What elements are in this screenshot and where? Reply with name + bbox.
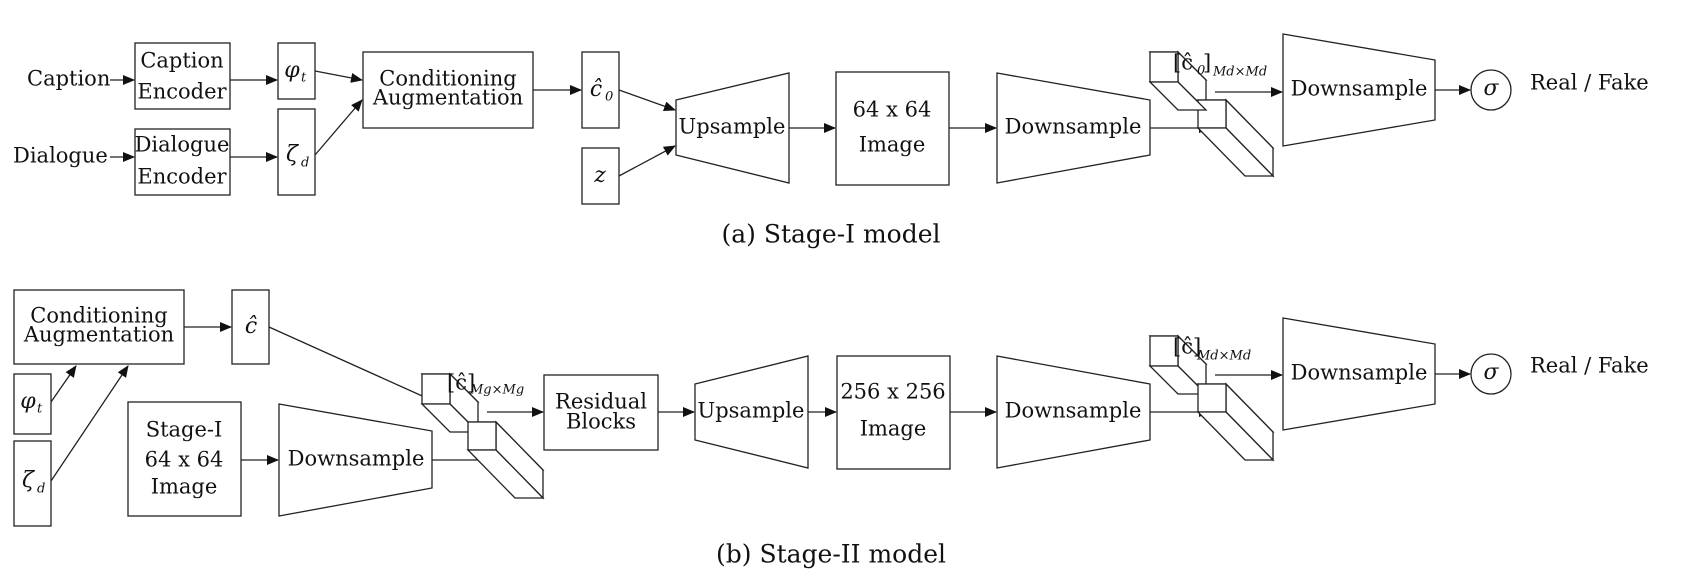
real-fake-output-stage2: Real / Fake xyxy=(1530,354,1649,378)
conditioning-augmentation-box-stage2: Conditioning Augmentation xyxy=(13,289,185,365)
svg-text:Conditioning: Conditioning xyxy=(30,304,167,328)
c0-box: ĉ 0 xyxy=(581,51,620,129)
svg-text:Image: Image xyxy=(151,475,218,499)
stage2-caption: (b) Stage-II model xyxy=(716,540,946,569)
svg-text:[ĉ]: [ĉ] xyxy=(447,371,475,395)
svg-text:Mg×Mg: Mg×Mg xyxy=(469,383,524,398)
downsample-block-stage2: Downsample xyxy=(996,355,1151,469)
svg-text:Dialogue: Dialogue xyxy=(135,133,230,157)
caption-input-label: Caption xyxy=(27,67,110,91)
svg-text:Image: Image xyxy=(859,133,926,157)
svg-text:φ: φ xyxy=(284,58,300,83)
svg-text:Augmentation: Augmentation xyxy=(372,86,523,110)
svg-text:Downsample: Downsample xyxy=(1291,77,1428,101)
svg-text:64 x 64: 64 x 64 xyxy=(145,448,224,472)
svg-text:Downsample: Downsample xyxy=(1005,115,1142,139)
svg-text:256 x 256: 256 x 256 xyxy=(840,380,945,404)
svg-text:φ: φ xyxy=(20,389,36,414)
svg-text:Md×Md: Md×Md xyxy=(1196,349,1251,364)
svg-text:σ: σ xyxy=(1483,360,1499,385)
real-fake-output-stage1: Real / Fake xyxy=(1530,71,1649,95)
dialogue-encoder-box: Dialogue Encoder xyxy=(134,128,231,196)
svg-text:d: d xyxy=(37,482,45,497)
stage-1-model: Caption Dialogue Caption Encoder Dialogu… xyxy=(13,33,1649,249)
svg-text:Augmentation: Augmentation xyxy=(23,323,174,347)
stage1-image-box: Stage-I 64 x 64 Image xyxy=(127,401,242,517)
svg-text:[ĉ: [ĉ xyxy=(1173,51,1193,75)
svg-text:Downsample: Downsample xyxy=(1291,361,1428,385)
c-hat-box: ĉ xyxy=(231,289,270,365)
svg-text:0: 0 xyxy=(605,90,613,105)
svg-text:t: t xyxy=(301,71,307,86)
svg-text:Encoder: Encoder xyxy=(137,80,227,104)
upsample-block-stage2: Upsample xyxy=(694,355,809,469)
downsample-block-stage2-image: Downsample xyxy=(278,403,433,517)
image-64-box: 64 x 64 Image xyxy=(835,71,950,186)
svg-text:Stage-I: Stage-I xyxy=(146,418,223,442)
caption-encoder-box: Caption Encoder xyxy=(134,42,231,110)
dialogue-input-label: Dialogue xyxy=(13,144,108,168)
svg-text:]: ] xyxy=(1203,51,1211,75)
conditioning-cube-stage2-disc: [ĉ] Md×Md xyxy=(1148,334,1275,462)
downsample-block-stage2-disc: Downsample xyxy=(1282,317,1436,431)
image-256-box: 256 x 256 Image xyxy=(836,355,951,470)
svg-text:Caption: Caption xyxy=(140,49,223,73)
svg-text:z: z xyxy=(593,163,606,188)
svg-text:[ĉ]: [ĉ] xyxy=(1173,335,1201,359)
svg-text:Md×Md: Md×Md xyxy=(1212,65,1267,80)
sigma-node-stage1: σ xyxy=(1470,69,1512,111)
conditioning-augmentation-box-stage1: Conditioning Augmentation xyxy=(362,51,534,129)
svg-text:σ: σ xyxy=(1483,76,1499,101)
svg-text:Upsample: Upsample xyxy=(698,399,805,423)
svg-text:Downsample: Downsample xyxy=(288,447,425,471)
upsample-block-stage1: Upsample xyxy=(675,72,790,184)
stage1-caption: (a) Stage-I model xyxy=(721,220,940,249)
svg-text:ζ: ζ xyxy=(286,142,300,167)
svg-text:t: t xyxy=(37,402,43,417)
conditioning-cube-stage2: [ĉ] Mg×Mg xyxy=(420,371,545,500)
conditioning-cube-stage1: [ĉ 0 ] Md×Md xyxy=(1148,50,1275,178)
svg-text:Blocks: Blocks xyxy=(566,410,636,434)
zeta-d-box-stage2: ζ d xyxy=(13,440,52,527)
phi-t-box: φ t xyxy=(277,42,316,100)
zeta-d-box: ζ d xyxy=(277,108,316,196)
svg-text:Downsample: Downsample xyxy=(1005,399,1142,423)
svg-text:Conditioning: Conditioning xyxy=(379,67,516,91)
downsample-block-stage1-disc: Downsample xyxy=(1282,33,1436,147)
phi-t-box-stage2: φ t xyxy=(13,373,52,435)
svg-text:ĉ: ĉ xyxy=(245,314,257,339)
residual-blocks-box: Residual Blocks xyxy=(543,374,659,451)
svg-text:d: d xyxy=(301,156,309,171)
svg-text:ζ: ζ xyxy=(22,468,36,493)
downsample-block-stage1: Downsample xyxy=(996,72,1151,184)
svg-text:Upsample: Upsample xyxy=(679,115,786,139)
stage-2-model: Conditioning Augmentation ĉ φ t ζ d Stag… xyxy=(13,289,1649,569)
svg-text:Encoder: Encoder xyxy=(137,165,227,189)
svg-text:0: 0 xyxy=(1197,64,1205,79)
svg-text:ĉ: ĉ xyxy=(590,77,602,102)
svg-text:Residual: Residual xyxy=(555,390,647,414)
svg-text:64 x 64: 64 x 64 xyxy=(853,98,932,122)
svg-text:Image: Image xyxy=(860,417,927,441)
z-noise-box: z xyxy=(581,147,620,205)
sigma-node-stage2: σ xyxy=(1470,353,1512,395)
